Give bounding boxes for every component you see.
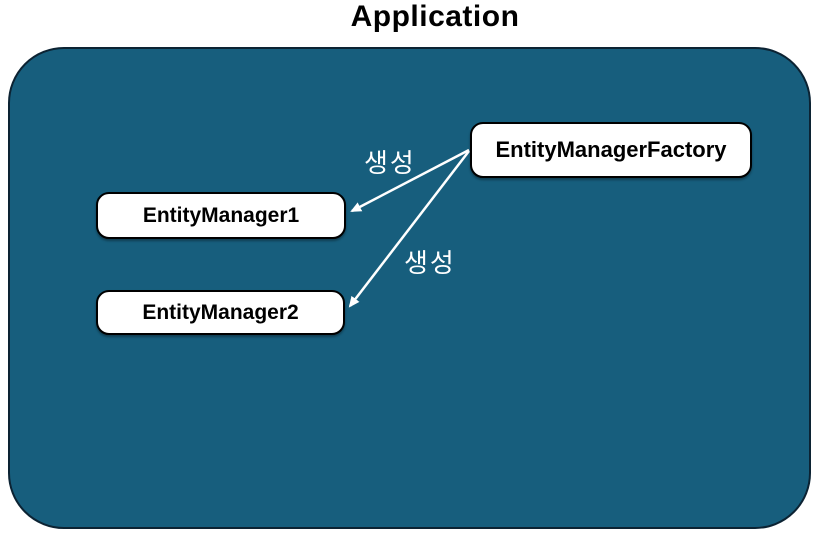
edge-label-create-manager2: 생성 [404, 248, 456, 278]
node-entity-manager-factory-label: EntityManagerFactory [495, 137, 727, 162]
node-entity-manager-1: EntityManager1 [96, 192, 346, 239]
node-entity-manager-1-label: EntityManager1 [142, 203, 300, 227]
node-entity-manager-2: EntityManager2 [96, 290, 345, 335]
node-entity-manager-factory: EntityManagerFactory [470, 122, 752, 178]
diagram-title: Application [350, 0, 520, 33]
edge-label-create-manager1: 생성 [364, 148, 416, 178]
application-container-shape [8, 47, 811, 529]
node-entity-manager-2-label: EntityManager2 [142, 300, 299, 324]
